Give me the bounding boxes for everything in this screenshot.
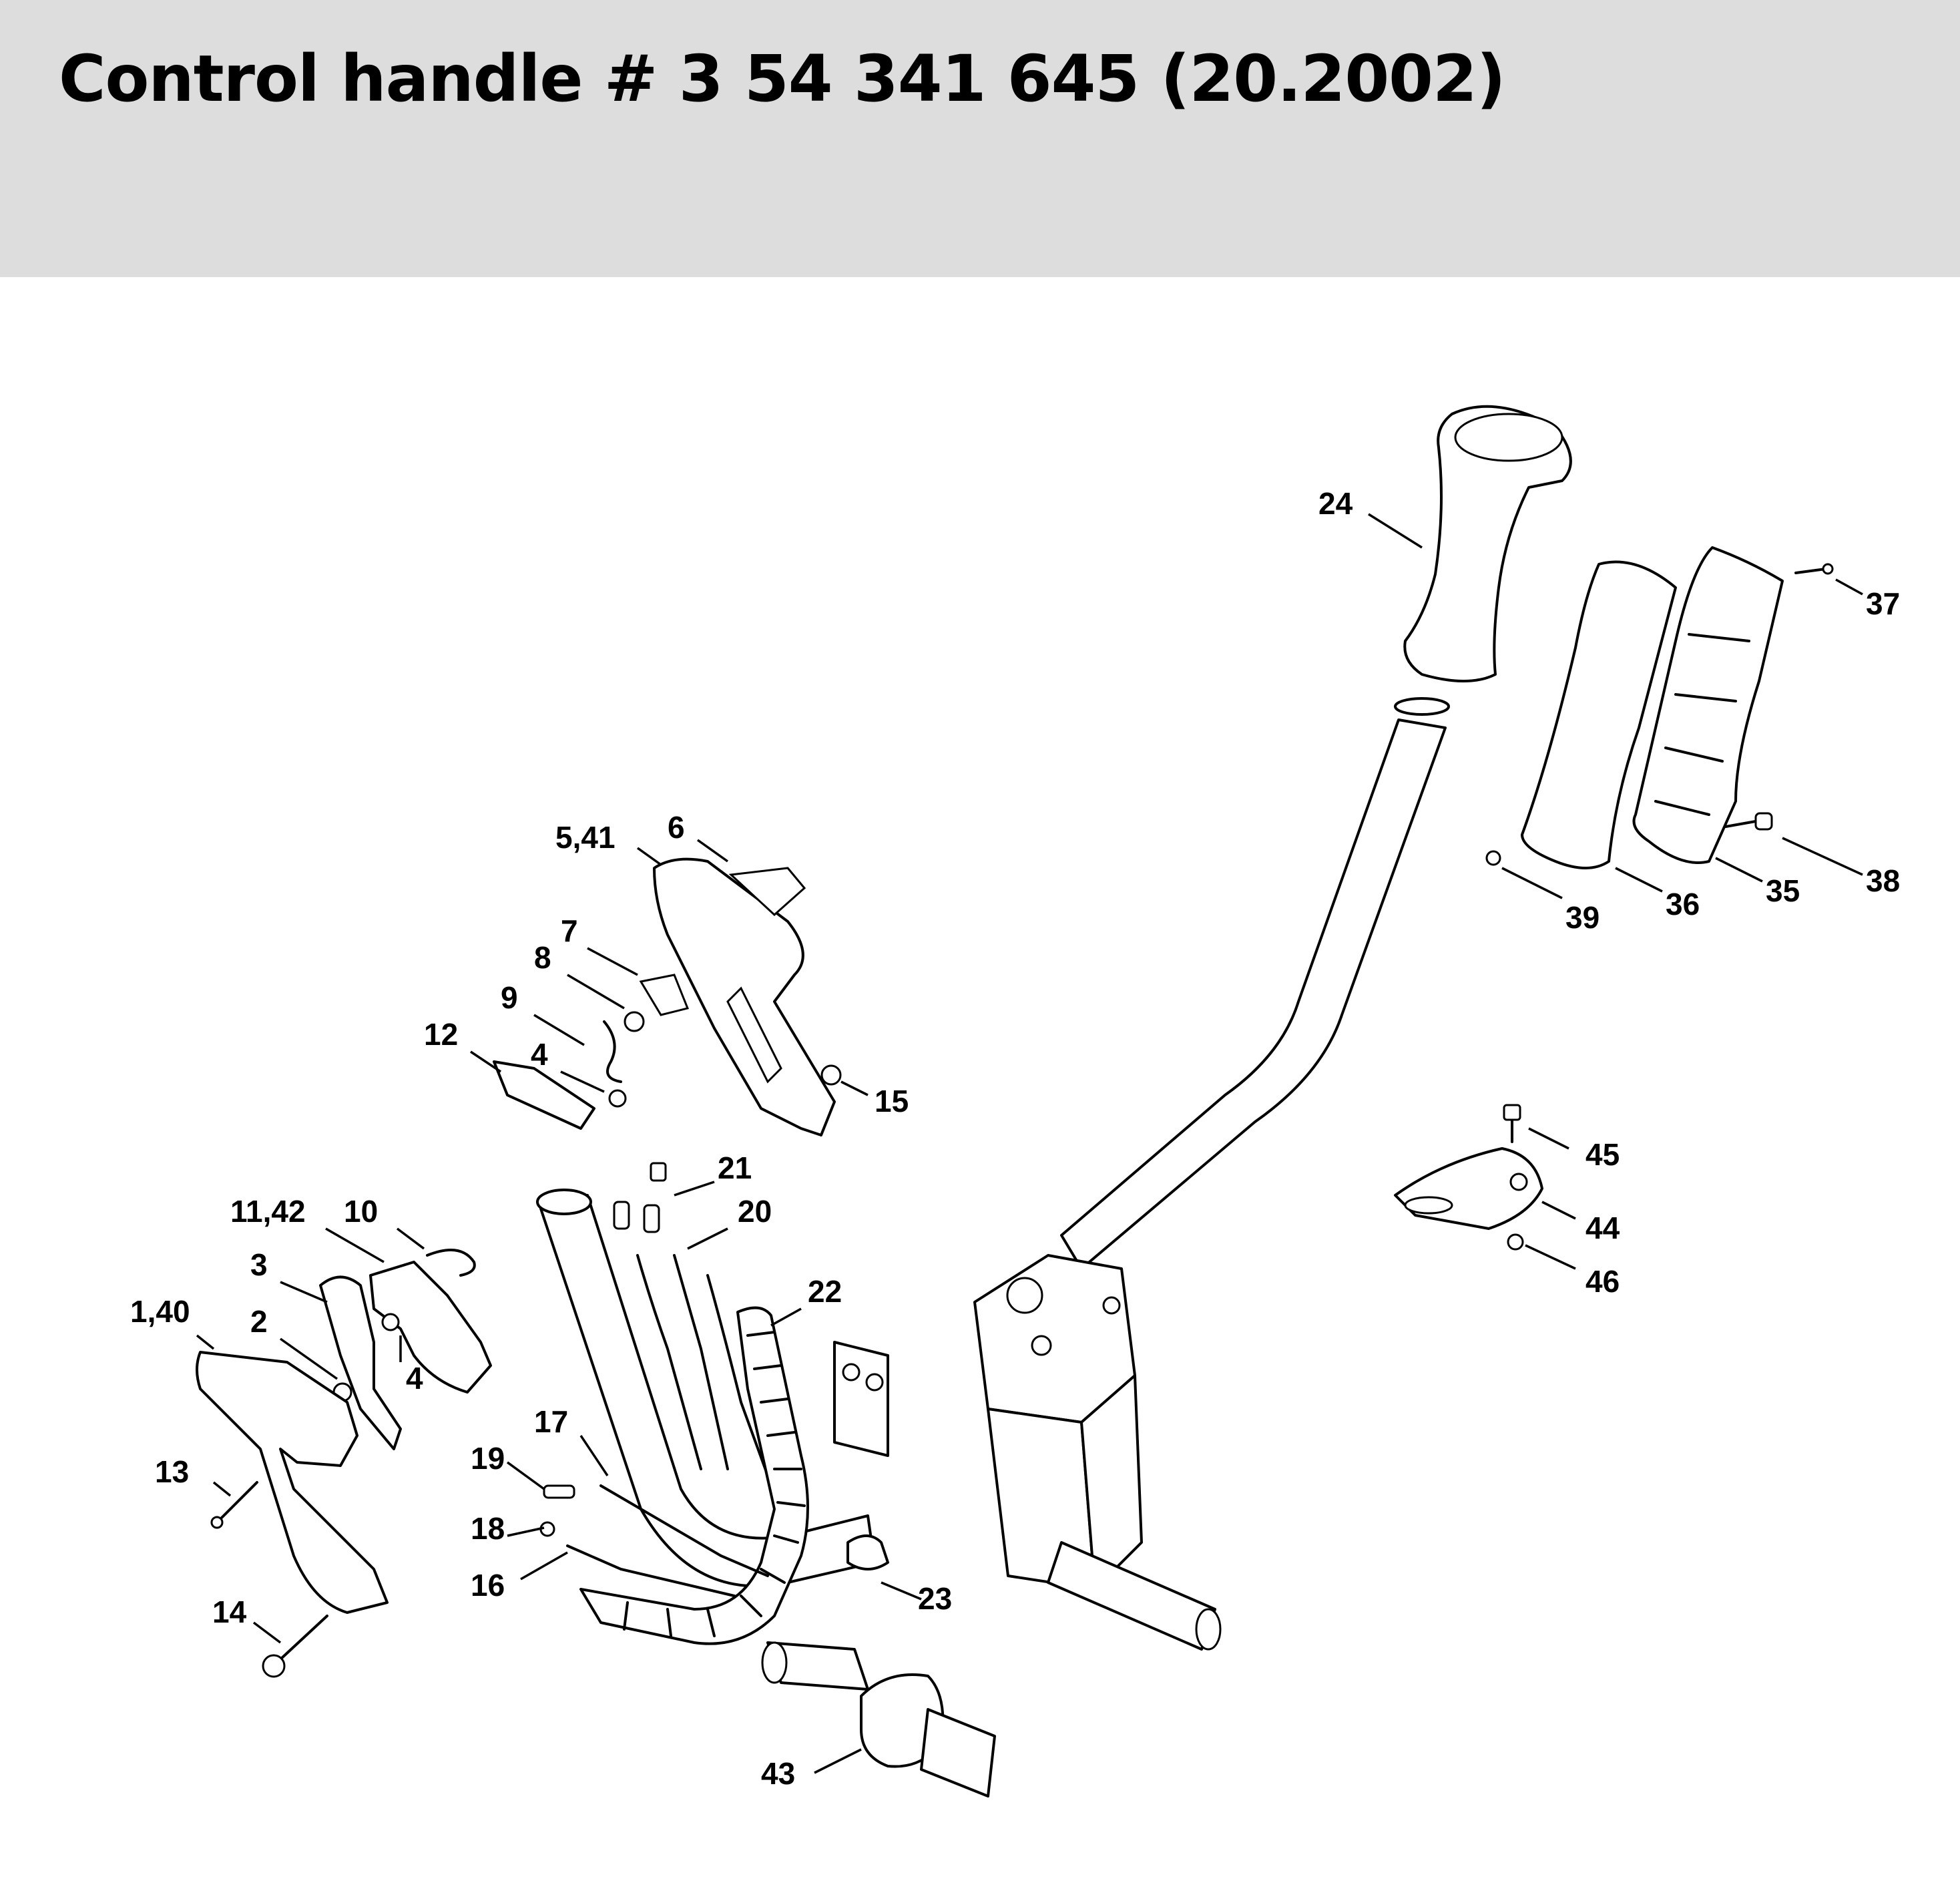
part-10-spring	[426, 1249, 476, 1277]
part-45-screw	[1503, 1104, 1521, 1143]
part-23-clip	[846, 1534, 889, 1570]
label-16: 16	[471, 1568, 505, 1603]
label-6: 6	[668, 810, 685, 845]
label-39: 39	[1565, 900, 1600, 935]
part-4-lower	[381, 1313, 400, 1331]
page-title: Control handle # 3 54 341 645 (20.2002)	[59, 41, 1506, 116]
part-46-nut	[1507, 1233, 1524, 1251]
label-15: 15	[875, 1084, 909, 1118]
part-15	[820, 1064, 842, 1086]
label-36: 36	[1666, 887, 1700, 921]
label-18: 18	[471, 1511, 505, 1546]
label-10: 10	[344, 1194, 378, 1229]
part-24-grip	[1403, 405, 1572, 682]
part-number-labels: 24 37 38 35 36 39 5,41 6 7 8 9 12 4 15 2…	[130, 486, 1900, 1791]
part-5-41-housing	[653, 857, 836, 1136]
label-21: 21	[718, 1150, 752, 1185]
label-13: 13	[155, 1454, 189, 1489]
label-1-40: 1,40	[130, 1294, 190, 1329]
part-4-upper	[608, 1089, 627, 1108]
label-24: 24	[1318, 486, 1353, 521]
parts-20-21-connectors	[613, 1162, 769, 1477]
label-19: 19	[471, 1441, 505, 1476]
part-7	[639, 974, 690, 1016]
label-46: 46	[1585, 1264, 1620, 1299]
label-38: 38	[1866, 863, 1900, 898]
part-6	[728, 867, 806, 917]
part-36-grip-half	[1521, 560, 1677, 869]
label-4-upper: 4	[531, 1037, 548, 1072]
part-19-connector	[543, 1484, 575, 1499]
label-4-lower: 4	[406, 1361, 423, 1396]
title-banner: Control handle # 3 54 341 645 (20.2002)	[0, 0, 1960, 277]
label-22: 22	[808, 1274, 842, 1309]
part-38-screw	[1724, 812, 1773, 831]
label-7: 7	[561, 913, 578, 948]
part-14-screw	[262, 1615, 328, 1678]
part-37-screw	[1794, 563, 1834, 575]
label-43: 43	[761, 1756, 795, 1791]
part-13-screw	[210, 1481, 258, 1529]
label-20: 20	[738, 1194, 772, 1229]
clamp-housing	[833, 1254, 1222, 1651]
part-1-40-handle-housing	[196, 1351, 389, 1614]
label-17: 17	[534, 1404, 568, 1439]
part-8	[624, 1011, 645, 1032]
label-45: 45	[1585, 1137, 1620, 1172]
label-8: 8	[534, 940, 551, 975]
leader-lines	[196, 513, 1863, 1774]
part-16-cable	[566, 1544, 736, 1597]
part-17-cable	[599, 1484, 769, 1577]
label-12: 12	[424, 1017, 458, 1052]
part-9-spring	[603, 1020, 622, 1083]
part-35-grip-shell	[1632, 546, 1784, 864]
part-22-hose	[579, 1306, 809, 1645]
part-44-holder	[1394, 1147, 1543, 1230]
part-43-clamp-ring	[761, 1641, 996, 1798]
part-39-nut	[1485, 850, 1501, 866]
label-37: 37	[1866, 586, 1900, 621]
label-11-42: 11,42	[230, 1194, 306, 1229]
part-12-lever	[493, 1060, 595, 1130]
main-handle-tube	[536, 697, 1450, 1588]
label-9: 9	[501, 980, 518, 1015]
part-3-lever	[319, 1275, 402, 1450]
label-44: 44	[1585, 1211, 1620, 1245]
part-11-42-cover	[369, 1261, 492, 1394]
label-23: 23	[918, 1581, 952, 1616]
label-2: 2	[250, 1304, 268, 1339]
label-35: 35	[1766, 873, 1800, 908]
label-3: 3	[250, 1247, 268, 1282]
label-5-41: 5,41	[555, 820, 616, 855]
label-14: 14	[212, 1595, 247, 1629]
